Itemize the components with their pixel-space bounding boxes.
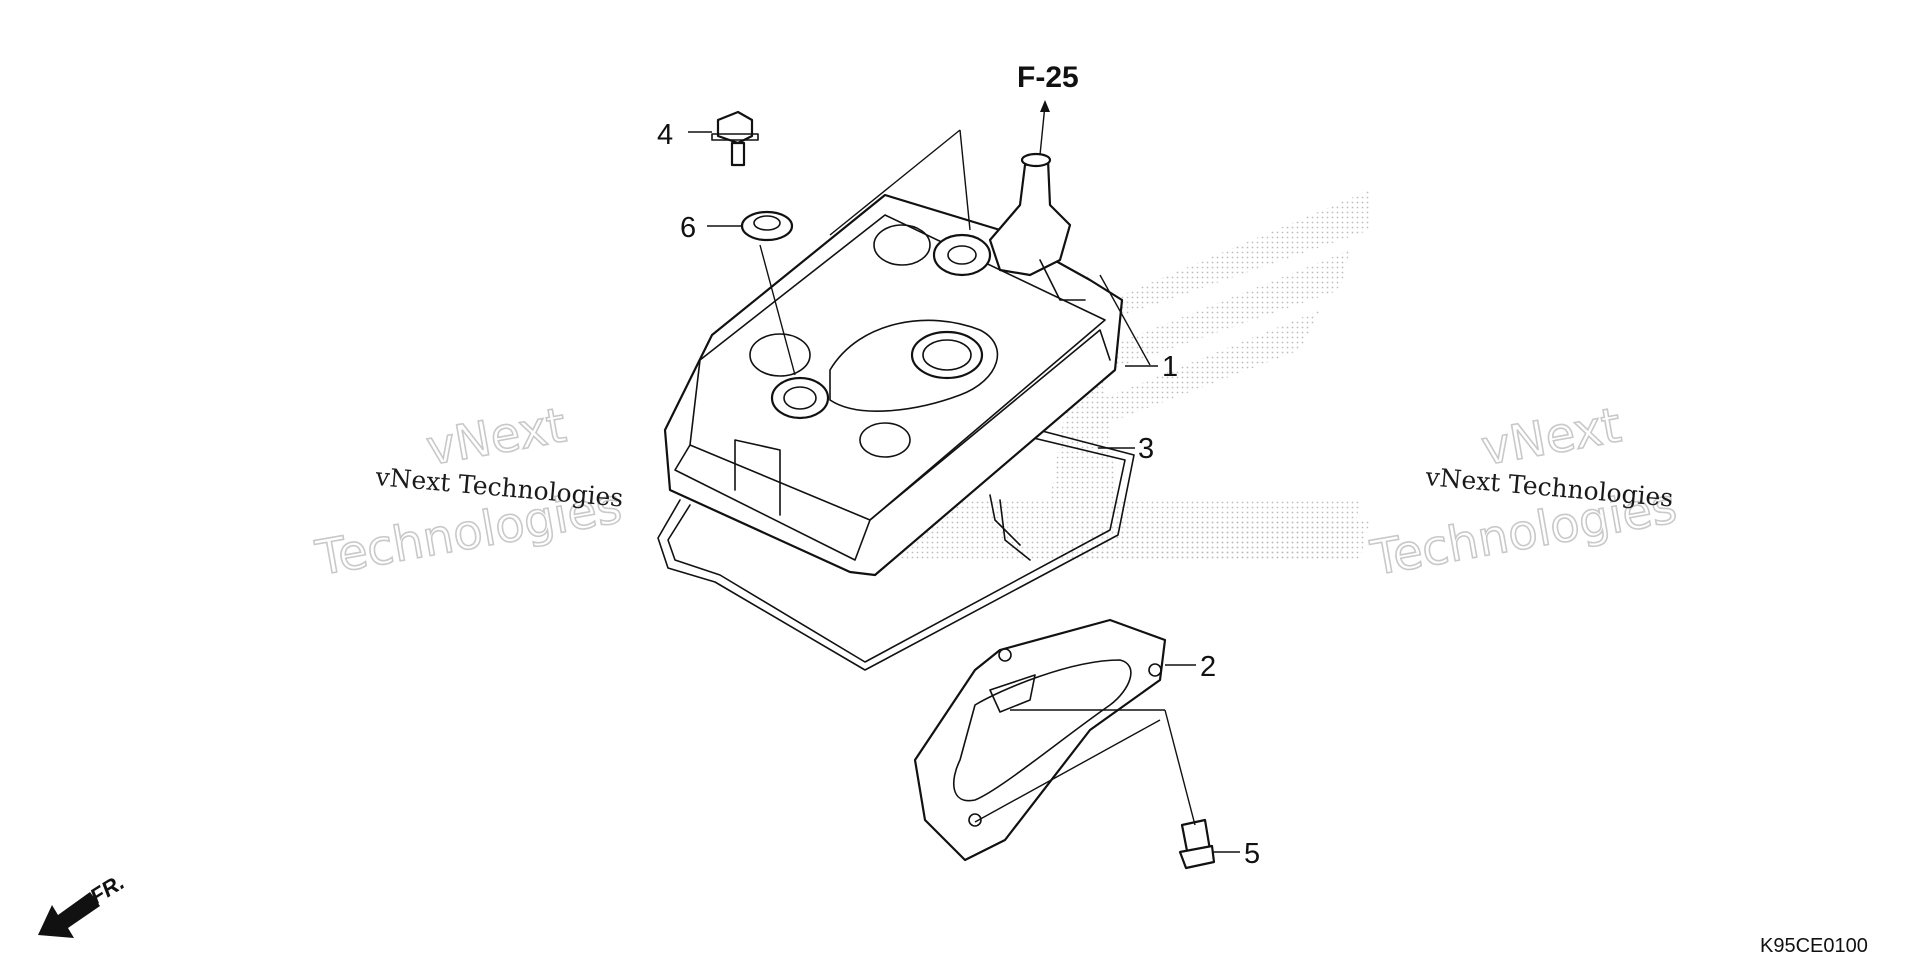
screw-part-5 [1178,818,1216,870]
drawing-code: K95CE0100 [1760,935,1868,957]
cylinder-head-cover-part-1 [663,152,1124,577]
callout-6: 6 [680,212,696,244]
watermark-left: vNext Technologies vNext Technologies [311,397,627,588]
callout-3: 3 [1138,433,1154,465]
reference-label: F-25 [1017,61,1079,94]
rubber-seal-part-6 [740,210,794,242]
watermark-right: vNext Technologies vNext Technologies [1366,397,1682,588]
callout-5: 5 [1244,838,1260,870]
gasket-part-3 [657,419,1135,671]
callout-4: 4 [657,119,673,151]
background-wing-logo [900,190,1370,560]
svg-text:vNext: vNext [1477,397,1625,477]
svg-text:vNext: vNext [422,397,570,477]
breather-plate-part-2 [913,618,1167,862]
front-arrow-icon [38,892,100,938]
callout-2: 2 [1200,651,1216,683]
callout-1: 1 [1162,351,1178,383]
flange-bolt-part-4 [711,110,759,167]
leader-lines [688,100,1240,853]
